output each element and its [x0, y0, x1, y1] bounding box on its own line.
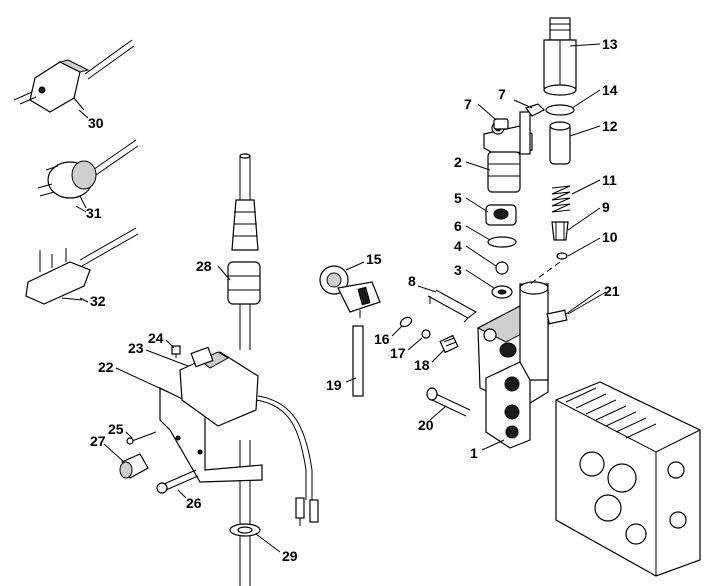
spring-18	[439, 334, 459, 354]
pump-head	[555, 381, 701, 577]
label-7-left: 7	[464, 96, 472, 112]
label-31: 31	[86, 205, 102, 221]
label-16: 16	[374, 331, 390, 347]
label-2: 2	[454, 154, 462, 170]
label-4: 4	[454, 238, 462, 254]
valve-seat-5	[485, 204, 517, 226]
bolt-20	[426, 387, 471, 417]
label-17: 17	[390, 345, 406, 361]
label-24: 24	[148, 330, 164, 346]
connector-tube	[352, 325, 364, 397]
o-ring-10	[556, 252, 568, 260]
leader-lines	[75, 43, 607, 553]
label-29: 29	[282, 548, 298, 564]
ball-17	[421, 329, 431, 339]
plug-three-pin-flat	[25, 227, 139, 305]
label-26: 26	[186, 495, 202, 511]
label-15: 15	[366, 251, 382, 267]
knob-27	[119, 453, 149, 479]
unloader-valve	[319, 265, 381, 318]
label-7-right: 7	[498, 86, 506, 102]
nut-7-left	[493, 118, 509, 130]
label-5: 5	[454, 190, 462, 206]
pressure-switch	[179, 346, 319, 526]
label-14: 14	[602, 82, 618, 98]
label-10: 10	[602, 229, 618, 245]
label-23: 23	[128, 340, 144, 356]
spring-11	[551, 185, 571, 213]
bolt-26	[156, 469, 199, 494]
part-labels: 30 31 32 13 14 12 11 9 10 21 7 7 2 5 6 4…	[86, 36, 620, 564]
screw-25	[126, 431, 157, 445]
plug-schuko	[13, 39, 135, 113]
label-3: 3	[454, 262, 462, 278]
label-11: 11	[602, 172, 617, 188]
label-18: 18	[414, 357, 430, 373]
plug-round-pin	[37, 139, 139, 209]
seat-3	[491, 285, 513, 299]
cable-tube-upper	[227, 153, 261, 350]
cage-9	[551, 221, 569, 241]
label-8: 8	[408, 273, 416, 289]
label-22: 22	[98, 359, 114, 375]
o-ring-14	[545, 104, 575, 116]
label-32: 32	[90, 293, 106, 309]
dashed-axis	[529, 261, 561, 285]
valve-housing	[476, 281, 568, 449]
label-28: 28	[196, 258, 212, 274]
screw-small	[171, 345, 181, 358]
label-9: 9	[602, 199, 610, 215]
label-1: 1	[470, 445, 478, 461]
label-13: 13	[602, 36, 618, 52]
cable-tube-lower	[229, 440, 261, 586]
label-20: 20	[418, 417, 434, 433]
label-27: 27	[90, 433, 106, 449]
clip-8	[427, 289, 477, 323]
fitting-13	[543, 17, 577, 96]
o-ring-16	[399, 316, 413, 328]
label-19: 19	[326, 377, 342, 393]
label-12: 12	[602, 118, 618, 134]
label-6: 6	[454, 218, 462, 234]
label-30: 30	[88, 115, 104, 131]
o-ring-6	[487, 236, 517, 248]
sleeve-12	[549, 121, 571, 165]
ball-4	[495, 261, 509, 275]
label-21: 21	[604, 283, 620, 299]
label-25: 25	[108, 421, 124, 437]
